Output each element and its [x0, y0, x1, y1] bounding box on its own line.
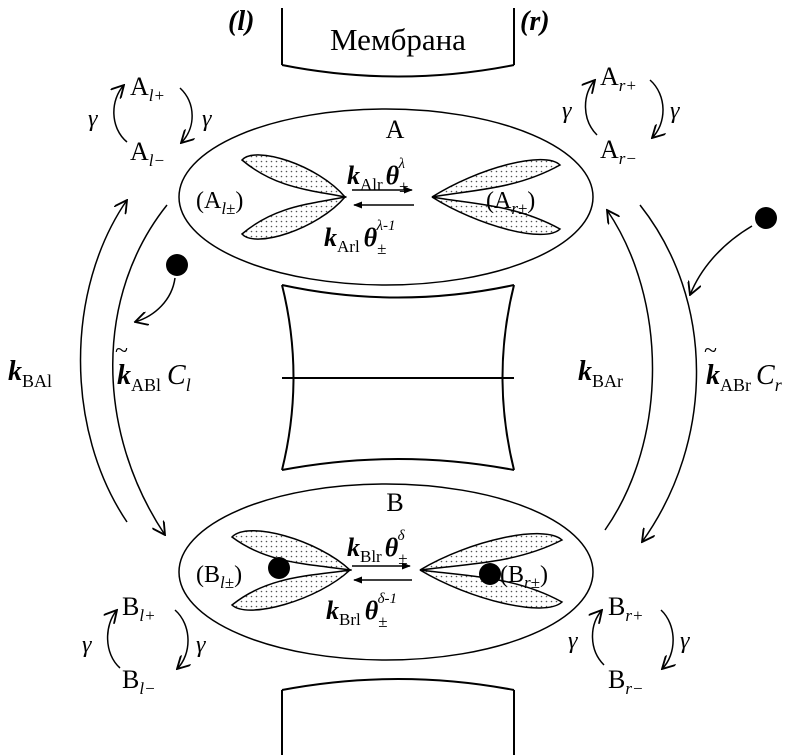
- gamma-b-r-right: γ: [680, 628, 690, 654]
- rate-k-bar: kBAr: [578, 356, 623, 391]
- gamma-a-r-right: γ: [670, 98, 680, 124]
- gamma-a-l-left: γ: [88, 106, 98, 132]
- gamma-loop-a-r-down: [649, 79, 663, 138]
- state-b-l-plus: Bl+: [122, 592, 156, 625]
- gamma-loops: [108, 80, 674, 669]
- gamma-loop-b-r-down: [660, 609, 673, 669]
- ligand-dot-left: [166, 254, 188, 276]
- right-side-label: (r): [520, 6, 550, 37]
- gamma-loop-b-l-down: [174, 609, 188, 669]
- state-a-right-subunit-shape: [431, 158, 562, 236]
- membrane-title: Мембрана: [330, 22, 466, 57]
- state-b-left-subunit-label: (Bl±): [196, 562, 242, 592]
- state-a-right-subunit-label: (Ar±): [486, 188, 535, 218]
- state-a-r-minus: Ar−: [600, 135, 637, 168]
- state-a-l-minus: Al−: [130, 137, 165, 170]
- tilde-k-abl: ~: [115, 338, 128, 364]
- state-b-right-subunit-shape: [419, 533, 564, 609]
- binding-arrow-left: [135, 277, 176, 322]
- state-b-right-subunit-label: (Br±): [500, 562, 548, 592]
- arc-b-to-a-right: [604, 210, 654, 531]
- left-side-label: (l): [228, 6, 254, 37]
- gamma-loop-b-l-up: [108, 610, 121, 669]
- state-b-r-minus: Br−: [608, 665, 643, 698]
- ligand-dot-b-left: [268, 557, 290, 579]
- rate-k-bal: kBAl: [8, 356, 52, 391]
- gamma-b-l-left: γ: [82, 632, 92, 658]
- ligand-dot-right: [755, 207, 777, 229]
- gamma-a-l-right: γ: [202, 106, 212, 132]
- gamma-b-l-right: γ: [196, 632, 206, 658]
- gamma-loop-a-l-up: [114, 85, 128, 143]
- state-b-left-subunit-shape: [230, 530, 353, 611]
- state-b-label: B: [386, 488, 403, 517]
- binding-arrow-right: [690, 225, 753, 295]
- ligand-dot-b-right: [479, 563, 501, 585]
- arc-b-to-a-left: [79, 200, 128, 523]
- state-a-left-subunit-shape: [240, 154, 347, 240]
- gamma-loop-a-r-up: [585, 80, 598, 136]
- arc-a-to-b-right: [639, 204, 698, 542]
- state-a-left-subunit-label: (Al±): [196, 188, 243, 218]
- gamma-loop-b-r-up: [592, 610, 605, 666]
- gamma-loop-a-l-down: [179, 87, 192, 143]
- state-a-r-plus: Ar+: [600, 62, 637, 95]
- state-a-label: A: [386, 115, 405, 144]
- membrane-top: [281, 8, 515, 78]
- gamma-a-r-left: γ: [562, 98, 572, 124]
- transition-arcs: [79, 200, 698, 542]
- arc-a-to-b-left: [112, 204, 168, 535]
- state-a-l-plus: Al+: [130, 72, 165, 105]
- state-b-r-plus: Br+: [608, 592, 643, 625]
- gamma-b-r-left: γ: [568, 628, 578, 654]
- state-b-l-minus: Bl−: [122, 665, 156, 698]
- membrane-middle: [281, 284, 515, 471]
- membrane-bottom: [281, 678, 515, 755]
- tilde-k-abr: ~: [704, 338, 717, 364]
